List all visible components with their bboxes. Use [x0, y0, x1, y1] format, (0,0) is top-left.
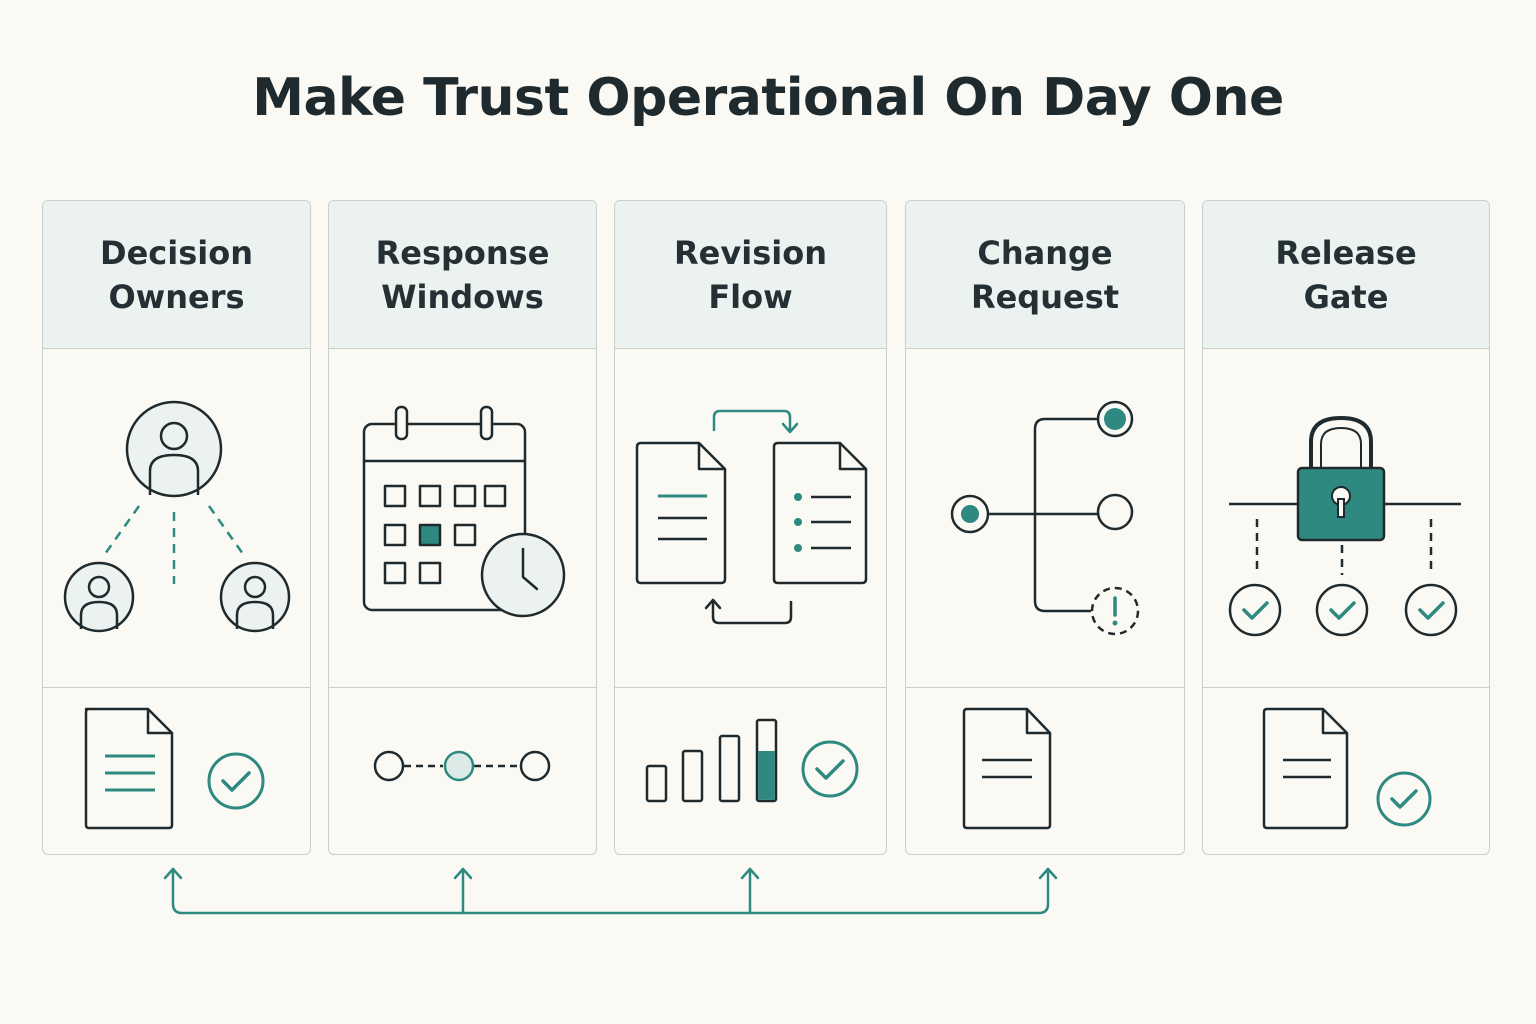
card-header: Response Windows	[329, 201, 596, 349]
card-change-request: Change Request	[905, 200, 1185, 855]
card-illustration	[1203, 349, 1489, 688]
card-title-line2: Owners	[108, 277, 245, 316]
card-footer	[615, 689, 886, 854]
document-icon	[962, 707, 1052, 830]
card-title-line1: Decision	[100, 233, 253, 272]
card-revision-flow: Revision Flow	[614, 200, 887, 855]
card-title-line1: Change	[977, 233, 1113, 272]
card-response-windows: Response Windows	[328, 200, 597, 855]
document-swap-icon	[635, 409, 868, 625]
card-footer	[906, 689, 1184, 854]
people-hierarchy-icon	[63, 400, 291, 633]
branch-nodes-alert-icon	[950, 400, 1140, 636]
card-header: Change Request	[906, 201, 1184, 349]
timeline-dots-icon	[373, 750, 551, 782]
card-title-line2: Flow	[708, 277, 793, 316]
card-illustration	[906, 349, 1184, 688]
card-title-line1: Response	[375, 233, 550, 272]
card-footer	[329, 689, 596, 854]
page-title: Make Trust Operational On Day One	[252, 68, 1284, 128]
card-title-line1: Revision	[674, 233, 827, 272]
card-illustration	[43, 349, 310, 688]
padlock-gate-icon	[1228, 415, 1461, 637]
calendar-clock-icon	[362, 405, 566, 618]
card-illustration	[615, 349, 886, 688]
card-footer	[1203, 689, 1489, 854]
card-header: Revision Flow	[615, 201, 886, 349]
progress-bars-check-icon	[645, 718, 859, 803]
document-check-icon	[1262, 707, 1432, 830]
card-title-line2: Windows	[381, 277, 544, 316]
document-check-icon	[84, 707, 265, 830]
card-illustration	[329, 349, 596, 688]
card-title-line1: Release	[1275, 233, 1417, 272]
card-decision-owners: Decision Owners	[42, 200, 311, 855]
card-header: Release Gate	[1203, 201, 1489, 349]
card-release-gate: Release Gate	[1202, 200, 1490, 855]
card-title-line2: Request	[970, 277, 1120, 316]
card-title-line2: Gate	[1303, 277, 1389, 316]
card-footer	[43, 689, 310, 854]
card-header: Decision Owners	[43, 201, 310, 349]
